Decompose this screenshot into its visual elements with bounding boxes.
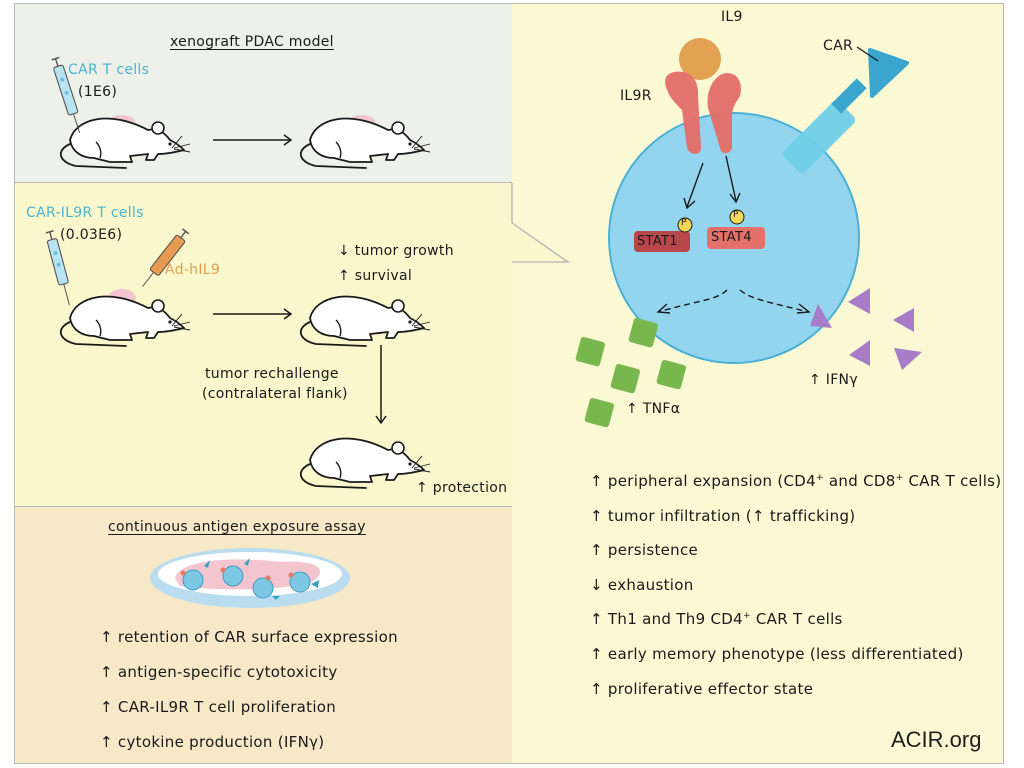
tumor-growth-outcome: ↓ tumor growth (338, 243, 454, 259)
tnf-alpha-label: ↑ TNFα (626, 401, 681, 417)
arrow-right-icon (213, 134, 293, 146)
assay-result: ↑ antigen-specific cytotoxicity (100, 663, 338, 681)
arrow-right-icon (213, 308, 293, 320)
outcome-persistence: ↑ persistence (590, 541, 699, 559)
stat1-badge (634, 231, 690, 252)
rechallenge-label: tumor rechallenge (205, 366, 339, 382)
rechallenge-site-label: (contralateral flank) (202, 386, 348, 402)
ifn-gamma-icon (810, 288, 922, 370)
mouse-treated-1e6 (59, 115, 191, 169)
stat4-label: STAT4 (711, 230, 752, 245)
car-il9r-cells-label: CAR-IL9R T cells (26, 205, 144, 221)
mouse-treated-car-il9r (59, 289, 191, 347)
car-receptor-icon (782, 46, 909, 174)
survival-outcome: ↑ survival (338, 268, 413, 284)
phospho-label: P (733, 210, 739, 220)
signaling-arrows (656, 155, 811, 314)
arrow-down-icon (375, 345, 387, 425)
il9-ligand-icon (679, 38, 721, 80)
assay-title: continuous antigen exposure assay (108, 519, 366, 535)
phospho-icon (729, 209, 745, 225)
ad-hil9-label: Ad-hIL9 (165, 262, 221, 278)
phospho-icon (677, 217, 693, 233)
il9r-label: IL9R (620, 88, 652, 104)
car-il9r-dose-label: (0.03E6) (60, 227, 123, 243)
outcome-exhaustion: ↓ exhaustion (590, 576, 694, 594)
petri-dish-icon (150, 548, 350, 608)
stat1-label: STAT1 (637, 234, 678, 249)
syringe-car-il9r-icon (45, 230, 70, 306)
outcome-tumor-infiltration: ↑ tumor infiltration (↑ trafficking) (590, 507, 856, 525)
il9-label: IL9 (721, 9, 743, 25)
outcome-proliferative-state: ↑ proliferative effector state (590, 680, 814, 698)
xenograft-title: xenograft PDAC model (170, 34, 334, 50)
assay-result: ↑ CAR-IL9R T cell proliferation (100, 698, 337, 716)
car-t-dose-label: (1E6) (78, 84, 118, 100)
car-t-cells-label: CAR T cells (68, 62, 150, 78)
il9r-receptor-icon (665, 71, 741, 154)
outcome-peripheral-expansion: ↑ peripheral expansion (CD4+ and CD8+ CA… (590, 472, 1002, 490)
stat4-badge (707, 227, 765, 249)
assay-result: ↑ cytokine production (IFNγ) (100, 733, 325, 751)
protection-outcome: ↑ protection (416, 480, 508, 496)
outcome-th1-th9: ↑ Th1 and Th9 CD4+ CAR T cells (590, 610, 843, 628)
phospho-label: P (681, 218, 687, 228)
tnf-alpha-icon (575, 317, 686, 428)
ifn-gamma-label: ↑ IFNγ (809, 372, 858, 388)
outcome-early-memory: ↑ early memory phenotype (less different… (590, 645, 964, 663)
assay-result: ↑ retention of CAR surface expression (100, 628, 398, 646)
syringe-car-t-icon (51, 56, 81, 133)
syringe-ad-hil9-icon (142, 228, 190, 287)
acir-watermark: ACIR.org (891, 727, 982, 752)
mouse-outcome-1e6 (299, 115, 431, 169)
car-label: CAR (823, 38, 853, 54)
